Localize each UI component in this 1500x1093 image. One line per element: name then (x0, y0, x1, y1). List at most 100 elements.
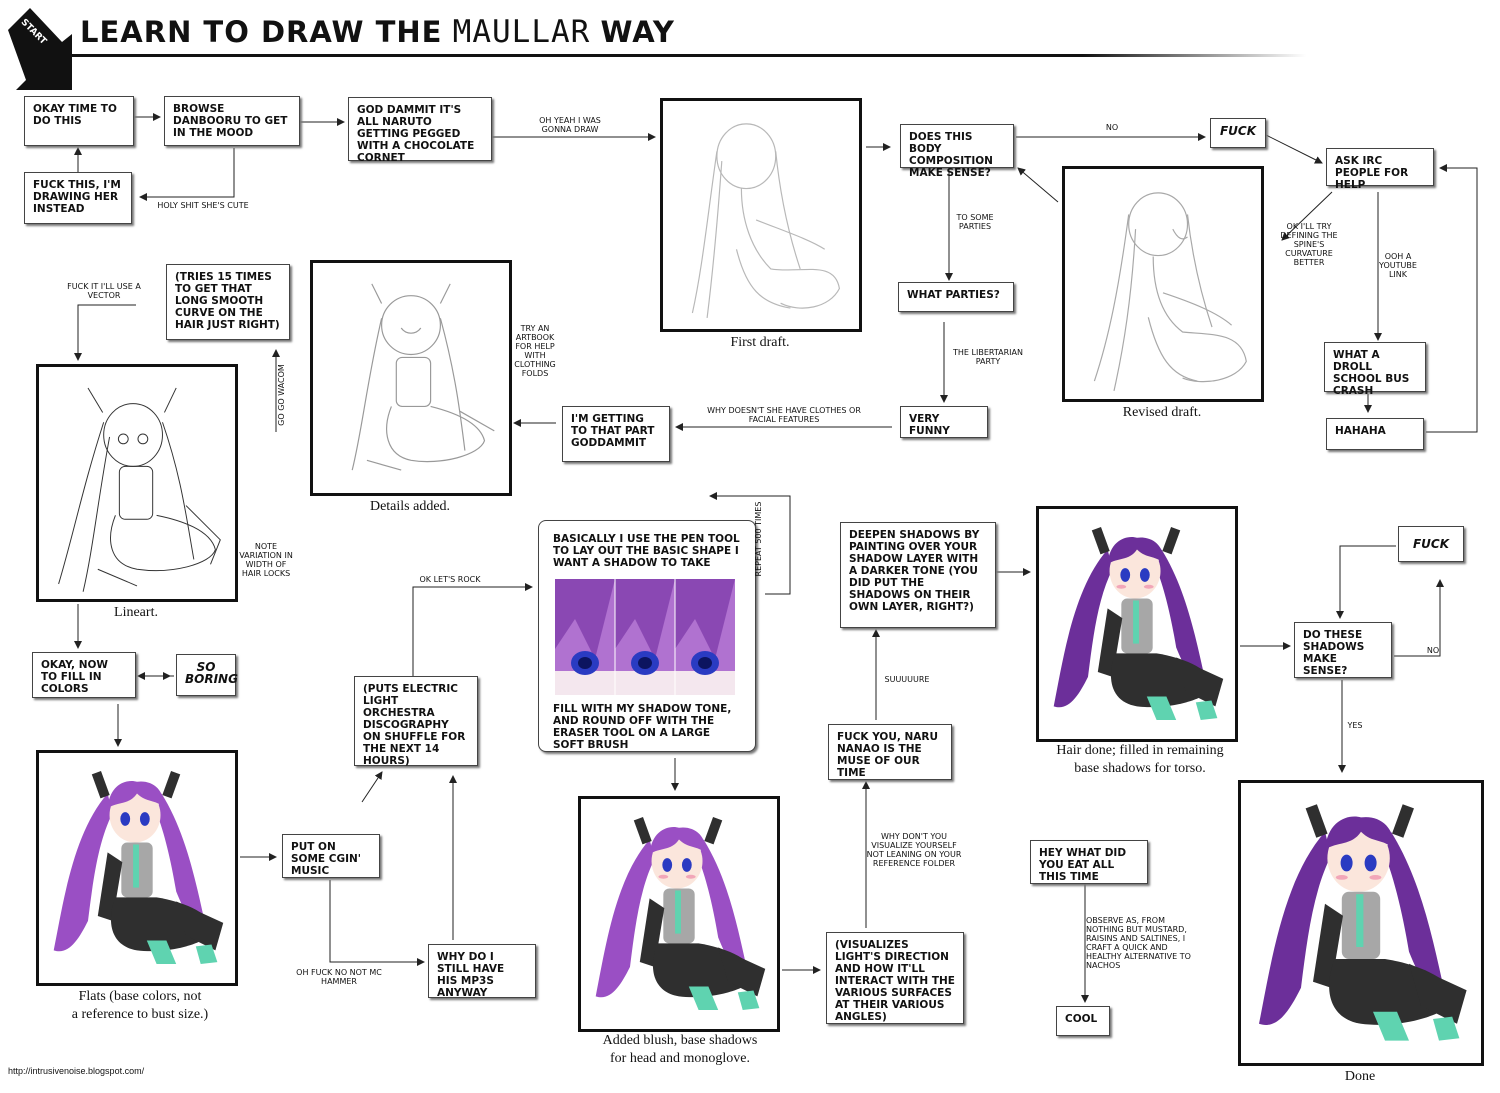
hair-right-tail (1156, 549, 1206, 683)
note-variation: NOTE VARIATION IN WIDTH OF HAIR LOCKS (239, 542, 293, 578)
note-libertarian: THE LIBERTARIAN PARTY (953, 348, 1023, 366)
note-holy-shit: HOLY SHIT SHE'S CUTE (157, 201, 249, 210)
note-hammer: OH FUCK NO NOT MC HAMMER (296, 968, 382, 986)
shadow-example-image (555, 579, 735, 695)
box-fuck-this: FUCK THIS, I'M DRAWING HER INSTEAD (24, 172, 132, 224)
note-some-parties: TO SOME PARTIES (956, 213, 994, 231)
note-artbook: TRY AN ARTBOOK FOR HELP WITH CLOTHING FO… (514, 324, 556, 378)
tie (675, 890, 681, 934)
arm-sleeve (1097, 608, 1123, 677)
caption-blush-line-2: for head and monoglove. (610, 1051, 750, 1066)
box-hey-what: HEY WHAT DID YOU EAT ALL THIS TIME (1030, 840, 1148, 884)
box-pen-tool: BASICALLY I USE THE PEN TOOL TO LAY OUT … (538, 520, 756, 752)
box-so-boring: SO BORING (176, 654, 238, 696)
page-title: LEARN TO DRAW THE MAULLAR WAY (80, 14, 675, 50)
box-browse-danbooru: BROWSE DANBOORU TO GET IN THE MOOD (164, 96, 300, 146)
headset-left (1091, 527, 1110, 555)
caption-lineart: Lineart. (114, 605, 158, 620)
box-okay-time: OKAY TIME TO DO THIS (24, 96, 134, 146)
caption-done: Done (1344, 1069, 1376, 1084)
arm-sleeve (639, 898, 665, 967)
blush-right (1369, 875, 1382, 880)
eye-left (1340, 854, 1353, 872)
eye-right (139, 812, 150, 826)
tie (133, 844, 139, 888)
box-fuck-top: FUCK (1210, 118, 1266, 148)
eye-left (1120, 568, 1131, 582)
revised-draft-image (1093, 192, 1247, 391)
eye-right (681, 858, 692, 872)
frame-first-draft (660, 98, 862, 332)
note-oh-yeah: OH YEAH I WAS GONNA DRAW (539, 116, 601, 134)
box-what-parties: WHAT PARTIES? (898, 282, 1014, 312)
caption-blush-line-1: Added blush, base shadows (602, 1033, 758, 1048)
shoe-left (146, 940, 177, 965)
headset-right (162, 771, 181, 799)
caption-hair-line-1: Hair done; filled in remaining (1056, 743, 1224, 758)
box-visualizes-light: (VISUALIZES LIGHT'S DIRECTION AND HOW IT… (826, 932, 964, 1024)
headset-left (1305, 804, 1328, 838)
note-lets-rock: OK LET'S ROCK (419, 575, 481, 584)
hair-left-tail (1259, 831, 1331, 1025)
first-draft-image (691, 123, 841, 318)
caption-hair-done: Hair done; filled in remaining base shad… (1020, 742, 1260, 778)
arm-sleeve (97, 852, 123, 921)
hair-left-tail (1053, 549, 1113, 708)
hair-right-tail (156, 793, 206, 927)
note-yes: YES (1347, 721, 1363, 730)
eye-left (662, 858, 673, 872)
caption-flats: Flats (base colors, not a reference to b… (30, 988, 250, 1024)
note-clothes: WHY DOESN'T SHE HAVE CLOTHES OR FACIAL F… (707, 406, 861, 424)
blush-left (1116, 584, 1127, 589)
caption-revised-draft: Revised draft. (1122, 405, 1202, 420)
box-droll: WHAT A DROLL SCHOOL BUS CRASH (1324, 342, 1426, 397)
frame-flats (36, 750, 238, 986)
box-very-funny: VERY FUNNY (900, 406, 988, 438)
note-no-top: NO (1105, 123, 1119, 132)
lineart-image (58, 387, 221, 592)
box-naru-nanao: FUCK YOU, NARU NANAO IS THE MUSE OF OUR … (828, 724, 952, 780)
shoe-left (1146, 696, 1177, 721)
hair-left-tail (595, 839, 655, 998)
pen-tool-bottom-text: FILL WITH MY SHADOW TONE, AND ROUND OFF … (553, 703, 732, 751)
eye-left (120, 812, 131, 826)
shoe-right (195, 944, 218, 965)
title-part-b: MAULLAR (452, 14, 591, 50)
shoe-right (1433, 1016, 1460, 1041)
hair-right-tail (1385, 831, 1445, 995)
box-ask-irc: ASK IRC PEOPLE FOR HELP (1326, 148, 1434, 191)
hair-bangs (1107, 536, 1165, 565)
shoe-right (737, 990, 760, 1011)
headset-left (91, 771, 110, 799)
hair-done-image (1053, 527, 1224, 721)
headset-right (1162, 527, 1181, 555)
blush-right (685, 874, 696, 879)
box-okay-colors: OKAY, NOW TO FILL IN COLORS (32, 652, 136, 698)
title-part-c: WAY (600, 15, 675, 49)
frame-blush (578, 796, 780, 1032)
blush-left (658, 874, 669, 879)
leg-right (176, 901, 224, 951)
note-spine: OK I'LL TRY DEFINING THE SPINE'S CURVATU… (1280, 222, 1338, 267)
note-vector: FUCK IT I'LL USE A VECTOR (67, 282, 141, 300)
shoe-right (1195, 700, 1218, 721)
done-image (1259, 804, 1467, 1041)
note-repeat: REPEAT 500 TIMES (754, 501, 763, 577)
caption-blush: Added blush, base shadows for head and m… (560, 1032, 800, 1068)
caption-flats-line-2: a reference to bust size.) (71, 1007, 209, 1022)
eye-right (1364, 854, 1377, 872)
hair-left-tail (53, 793, 113, 952)
hair-right-tail (698, 839, 748, 973)
pen-tool-top-text: BASICALLY I USE THE PEN TOOL TO LAY OUT … (553, 533, 740, 569)
caption-flats-line-1: Flats (base colors, not (78, 989, 202, 1004)
caption-details-added: Details added. (369, 499, 451, 514)
title-part-a: LEARN TO DRAW THE (80, 15, 443, 49)
footer-url: http://intrusivenoise.blogspot.com/ (8, 1066, 145, 1076)
headset-right (1392, 804, 1414, 838)
box-body-composition: DOES THIS BODY COMPOSITION MAKE SENSE? (900, 124, 1014, 179)
frame-hair-done (1036, 506, 1238, 742)
title-rule (66, 54, 1306, 57)
headset-left (633, 817, 652, 845)
blush-image (595, 817, 766, 1011)
